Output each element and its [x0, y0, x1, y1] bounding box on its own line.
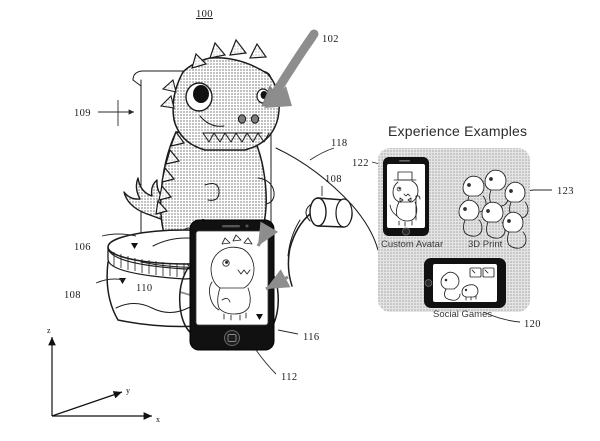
ref-110: 110	[136, 283, 153, 294]
phone-screen-dinosaur	[208, 234, 255, 321]
dino-figurine-cluster	[458, 169, 529, 249]
capture-path-curve	[275, 147, 379, 251]
tile-social-games[interactable]: Social Games	[424, 258, 506, 320]
ref-116: 116	[303, 332, 320, 343]
tile-label-social-games: Social Games	[433, 309, 492, 320]
coordinate-axes: z y x	[47, 326, 160, 424]
axis-label-y: y	[126, 386, 130, 395]
reference-numerals: 100 102 109 106 108 110 118 108 116 112 …	[64, 9, 574, 383]
tile-label-3d-print: 3D Print	[468, 239, 503, 250]
ref-102: 102	[322, 34, 339, 45]
ref-106: 106	[74, 242, 91, 253]
ref-figure-100: 100	[196, 9, 213, 20]
ref-122: 122	[352, 158, 369, 169]
ref-120: 120	[524, 319, 541, 330]
axis-label-z: z	[47, 326, 51, 335]
tile-custom-avatar[interactable]: Custom Avatar	[381, 157, 443, 250]
smartphone-device	[189, 219, 291, 351]
ref-108-left: 108	[64, 290, 81, 301]
roller-accessory	[287, 197, 353, 287]
ref-123: 123	[557, 186, 574, 197]
tile-3d-print[interactable]: 3D Print	[458, 169, 529, 250]
scan-direction-arrow	[261, 29, 319, 108]
ref-118: 118	[331, 138, 348, 149]
ref-112: 112	[281, 372, 298, 383]
experience-panel-title: Experience Examples	[388, 123, 527, 139]
experience-examples-panel: Custom Avatar	[378, 123, 530, 320]
ref-109: 109	[74, 108, 91, 119]
tile-label-custom-avatar: Custom Avatar	[381, 239, 443, 250]
axis-label-x: x	[156, 415, 160, 424]
ref-108-right: 108	[325, 174, 342, 185]
